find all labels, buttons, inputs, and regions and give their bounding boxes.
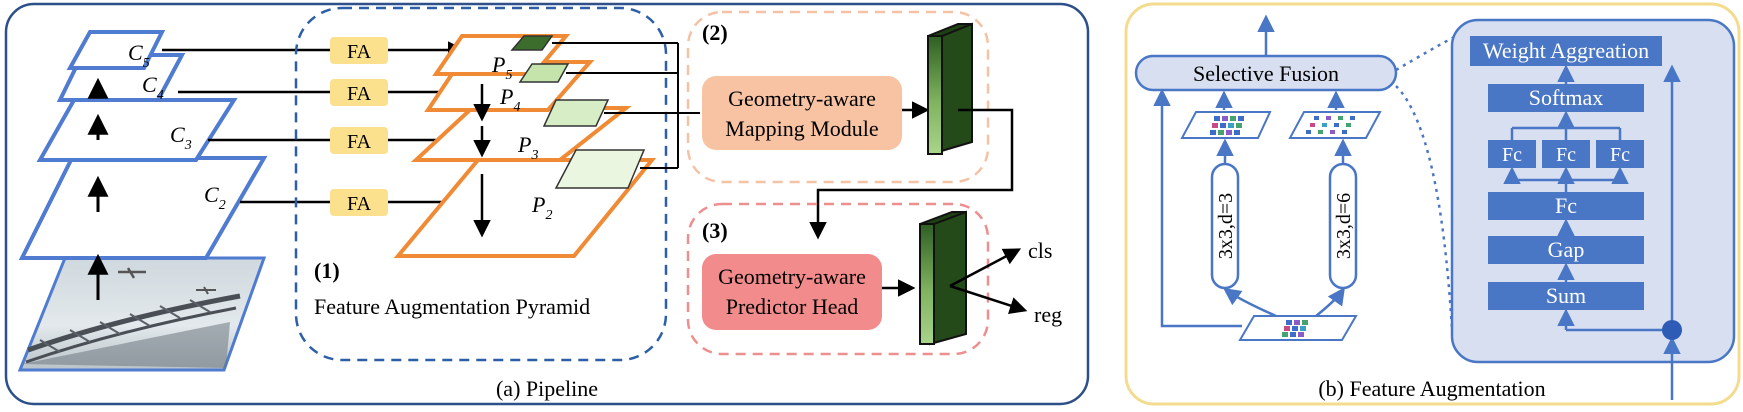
cls-label: cls [1028,238,1052,263]
fc-label-middle: Fc [1556,144,1576,166]
label-p3: P3 [517,132,538,163]
airplane-icon [118,267,146,279]
label-c3: C3 [170,122,192,153]
input-to-d6-arrow [1315,287,1346,317]
feature-cube-2 [919,210,967,346]
gap-block [1488,236,1644,264]
fa-box-3 [330,127,388,154]
fa-label-3: FA [347,131,372,153]
fc-block-left [1488,140,1536,168]
section-2-number: (2) [702,20,728,45]
gap-label: Gap [1548,237,1585,262]
predictor-line-2: Predictor Head [726,294,859,319]
fa-blocks [330,37,388,216]
fc-block [1488,192,1644,220]
fa-label-4: FA [347,193,372,215]
mapping-module-block [702,76,902,150]
feature-augmentation-pyramid-box [294,6,668,362]
conv-d6-label: 3x3,d=6 [1333,193,1355,259]
fc-label: Fc [1555,193,1577,218]
pyramid-output-lines [552,42,679,169]
fa-label-1: FA [347,41,372,63]
fc-block-right [1596,140,1644,168]
input-image [17,256,267,372]
mapping-line-1: Geometry-aware [728,86,876,111]
label-p2: P2 [531,192,552,223]
fa-label-2: FA [347,83,372,105]
cls-arrow [949,248,1022,288]
predictor-head-block [702,254,882,330]
label-c2: C2 [204,182,226,213]
zoom-connector-top [1395,34,1457,72]
backbone-c5 [66,30,166,70]
mapping-to-predictor-line [809,108,1014,240]
fa-box-2 [330,79,388,106]
panel-arrows [1503,64,1681,400]
p4-patch [518,63,570,83]
weight-aggregation-block [1470,36,1662,66]
pipeline-frame [4,2,1090,406]
p2-patch [554,149,646,189]
fa-box-4 [330,189,388,216]
split-node [1662,320,1682,340]
pipeline-caption: (a) Pipeline [496,376,598,401]
zoom-connector-bottom [1395,85,1454,331]
fa-box-1 [330,37,388,64]
skip-connection [1153,88,1242,328]
softmax-block [1488,84,1644,112]
reg-arrow [949,284,1028,315]
label-p5: P5 [491,52,512,83]
fa-caption: (b) Feature Augmentation [1318,376,1545,401]
feature-map-left [1180,111,1272,139]
section-1-title: Feature Augmentation Pyramid [314,294,590,319]
reg-label: reg [1034,302,1062,327]
softmax-label: Softmax [1529,85,1604,110]
backbone-c2 [18,156,268,260]
fc-label-right: Fc [1610,144,1630,166]
sum-label: Sum [1546,283,1586,308]
section-1-number: (1) [314,258,340,283]
fc-block-middle [1542,140,1590,168]
label-c4: C4 [142,72,164,103]
feature-cube-1 [927,22,973,155]
label-p4: P4 [499,84,520,115]
backbone-c3 [36,98,238,162]
lateral-lines [162,48,330,204]
airplane-icon [196,286,216,295]
weight-aggregation-label: Weight Aggreation [1483,38,1649,63]
fc-label-left: Fc [1502,144,1522,166]
selective-fusion-label: Selective Fusion [1193,61,1339,86]
predictor-line-1: Geometry-aware [718,264,866,289]
p5-patch [510,35,554,51]
input-to-d3-arrow [1223,287,1277,318]
feature-map-right [1288,111,1382,139]
input-feature-map [1238,315,1358,341]
p3-patch [542,99,610,127]
label-c5: C5 [128,40,150,71]
fa-frame [1124,2,1741,406]
predictor-head-box [686,202,990,356]
section-3-number: (3) [702,218,728,243]
mapping-line-2: Mapping Module [725,116,878,141]
sum-block [1488,282,1644,310]
weight-panel [1450,18,1736,364]
conv-d3-label: 3x3,d=3 [1215,193,1237,259]
